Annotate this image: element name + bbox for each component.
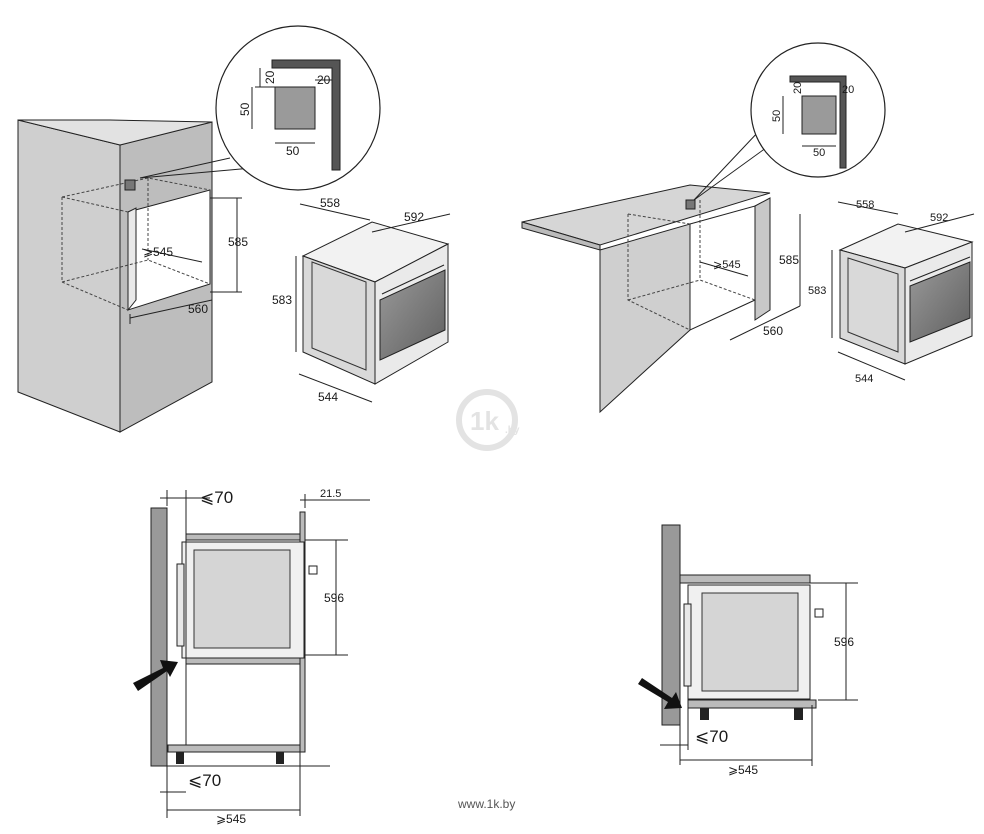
detail-vent-square	[274, 86, 316, 130]
depth-label: ⩾545	[216, 812, 246, 826]
cabinet-b-front	[599, 223, 691, 414]
oven-b-width-label: 592	[930, 212, 948, 224]
oven-depth-top-label: 558	[320, 196, 340, 210]
niche-width-label: 560	[188, 302, 208, 316]
panel-column-installation: ⩾545 585 560 20 20 50 50	[17, 25, 451, 433]
panel-undercounter-side-view: 596 ⩽70 ⩾545	[638, 524, 858, 777]
brand-watermark: 1k .by	[456, 389, 520, 451]
vent-b-cutout	[685, 199, 696, 210]
foot-right-c	[276, 752, 284, 764]
panel-undercounter-installation: ⩾545 585 560 20 20 50 50 558 592 583 544	[521, 42, 975, 414]
shelf-mid-c	[185, 657, 301, 665]
shelf-top-c	[185, 533, 301, 541]
detail-b-height-label: 50	[771, 110, 783, 122]
detail-top-gap-label: 20	[263, 70, 277, 84]
top-gap-label: ⩽70	[200, 488, 233, 507]
source-footer: www.1k.by	[457, 797, 515, 811]
oven-knob-d	[814, 608, 824, 618]
airflow-arrow-c	[133, 660, 178, 691]
niche-b-width-label: 560	[763, 324, 783, 338]
cabinet-b-side	[754, 197, 771, 321]
cabinet-lower-c	[185, 663, 301, 753]
foot-left-d	[700, 708, 709, 720]
counter-top-d	[679, 574, 811, 584]
detail-b-vent-square	[801, 95, 837, 135]
wall-d	[661, 524, 681, 726]
d-height-label: 596	[834, 635, 854, 649]
detail-b-wall-angle	[789, 75, 847, 169]
niche-b-opening	[689, 205, 756, 331]
oven-door-c	[193, 549, 291, 649]
detail-wall-angle	[271, 59, 341, 171]
d-depth-label: ⩾545	[728, 763, 758, 777]
detail-b-top-gap-label: 20	[792, 82, 804, 94]
airflow-arrow-d	[638, 678, 682, 709]
vent-cutout	[124, 179, 136, 191]
oven-depth-bottom-label: 544	[318, 390, 338, 404]
detail-side-gap-label: 20	[317, 73, 331, 87]
niche-inner-wall	[127, 207, 137, 312]
oven-a	[301, 221, 450, 385]
height-label: 596	[324, 591, 344, 605]
plinth-c	[167, 744, 301, 753]
niche-b-height-label: 585	[779, 253, 799, 267]
niche-height-label: 585	[228, 235, 248, 249]
detail-b-width-label: 50	[813, 147, 825, 159]
oven-handle-d	[683, 603, 692, 687]
foot-right-d	[794, 708, 803, 720]
foot-left-c	[176, 752, 184, 764]
oven-b-depth-bottom-label: 544	[855, 373, 873, 385]
wall-c	[150, 507, 168, 767]
detail-height-label: 50	[238, 102, 252, 116]
panel-column-side-view: ⩽70 21.5 596 ⩽70 ⩾545	[133, 488, 370, 826]
d-gap-label: ⩽70	[695, 727, 728, 746]
oven-b	[838, 223, 974, 365]
cabinet-front	[17, 119, 121, 433]
oven-knob-c	[308, 565, 318, 575]
detail-b-side-gap-label: 20	[842, 84, 854, 96]
offset-label: 21.5	[320, 488, 341, 500]
oven-height-label: 583	[272, 293, 292, 307]
niche-b-depth-label: ⩾545	[713, 259, 741, 271]
oven-door-d	[701, 592, 799, 692]
niche-depth-label: ⩾545	[143, 245, 173, 259]
plinth-d	[687, 699, 817, 709]
detail-width-label: 50	[286, 144, 300, 158]
oven-b-height-label: 583	[808, 285, 826, 297]
bottom-gap-label: ⩽70	[188, 771, 221, 790]
oven-width-label: 592	[404, 210, 424, 224]
cabinet-top	[17, 119, 213, 146]
watermark-text: 1k	[470, 406, 499, 436]
oven-b-depth-top-label: 558	[856, 199, 874, 211]
watermark-suffix: .by	[505, 425, 520, 436]
oven-handle-c	[176, 563, 185, 647]
